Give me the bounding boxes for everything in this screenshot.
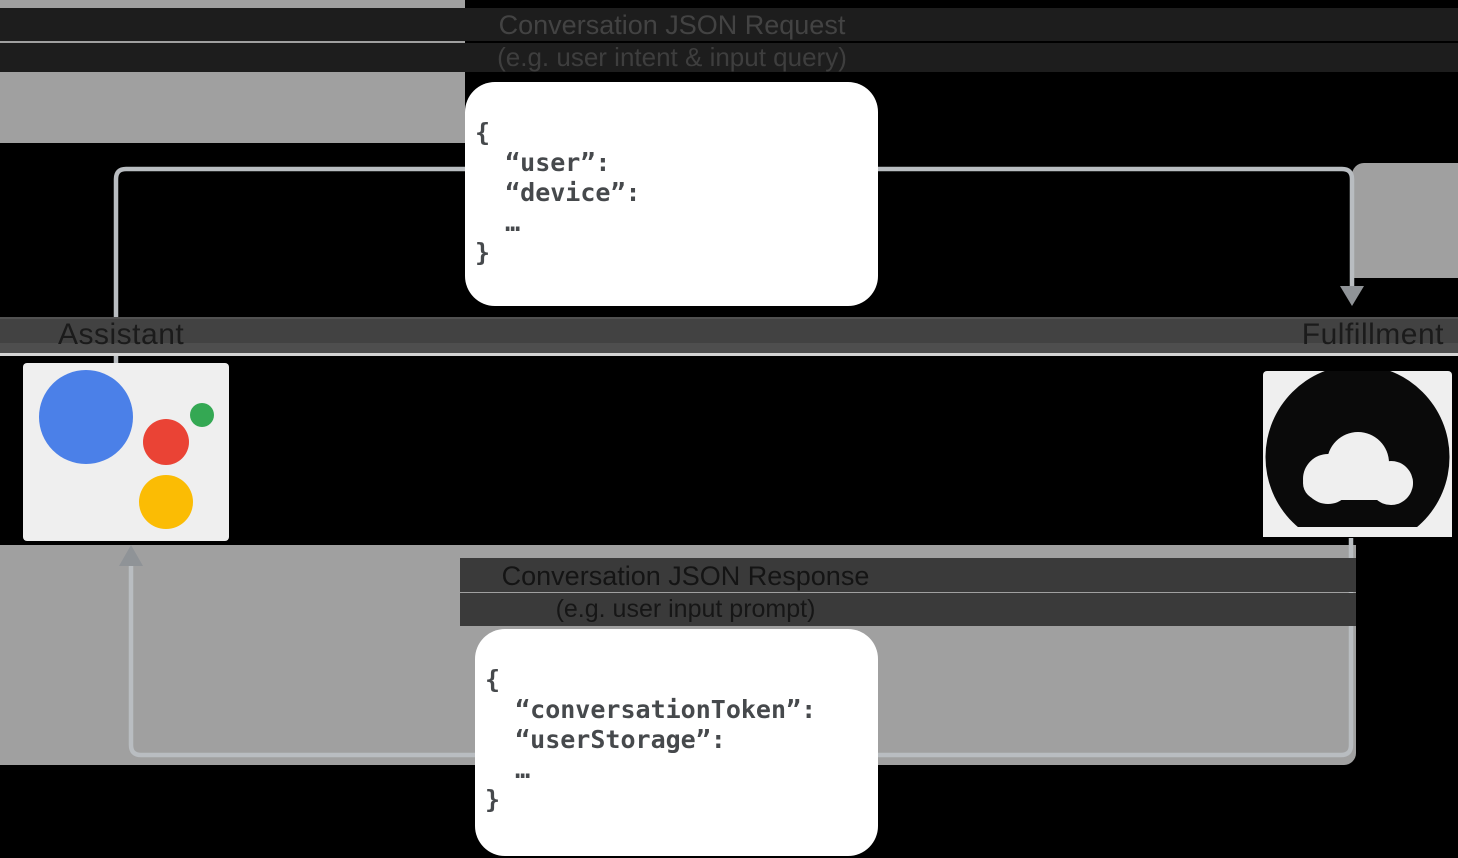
response-caption-subtitle: (e.g. user input prompt) <box>555 595 816 623</box>
top-caption-band-2 <box>0 43 1458 72</box>
top-caption-band-1 <box>0 8 1458 41</box>
assistant-label: Assistant <box>58 318 185 351</box>
request-caption-subtitle: (e.g. user intent & input query) <box>497 42 847 72</box>
response-arrowhead-icon <box>119 545 143 566</box>
fulfillment-label: Fulfillment <box>1301 318 1444 351</box>
cloud-icon <box>1263 371 1452 537</box>
response-json-card: { “conversationToken”: “userStorage”: … … <box>475 629 878 856</box>
assistant-tile <box>23 363 229 541</box>
entity-banner: Assistant Fulfillment <box>0 317 1458 356</box>
fulfillment-tile <box>1263 371 1452 537</box>
request-caption-title: Conversation JSON Request <box>498 10 846 40</box>
response-caption-title: Conversation JSON Response <box>501 561 870 591</box>
request-arrowhead-icon <box>1340 286 1364 306</box>
google-assistant-logo-icon <box>39 370 214 529</box>
cloud-cutout-shape <box>1303 432 1413 505</box>
request-json-code: { “user”: “device”: … } <box>475 118 641 267</box>
bottom-caption-band-1 <box>460 558 1356 592</box>
response-json-code: { “conversationToken”: “userStorage”: … … <box>485 665 817 814</box>
request-json-card: { “user”: “device”: … } <box>465 82 878 306</box>
request-arrow-panel-right <box>1352 163 1458 278</box>
bottom-caption-band-2 <box>460 593 1356 626</box>
